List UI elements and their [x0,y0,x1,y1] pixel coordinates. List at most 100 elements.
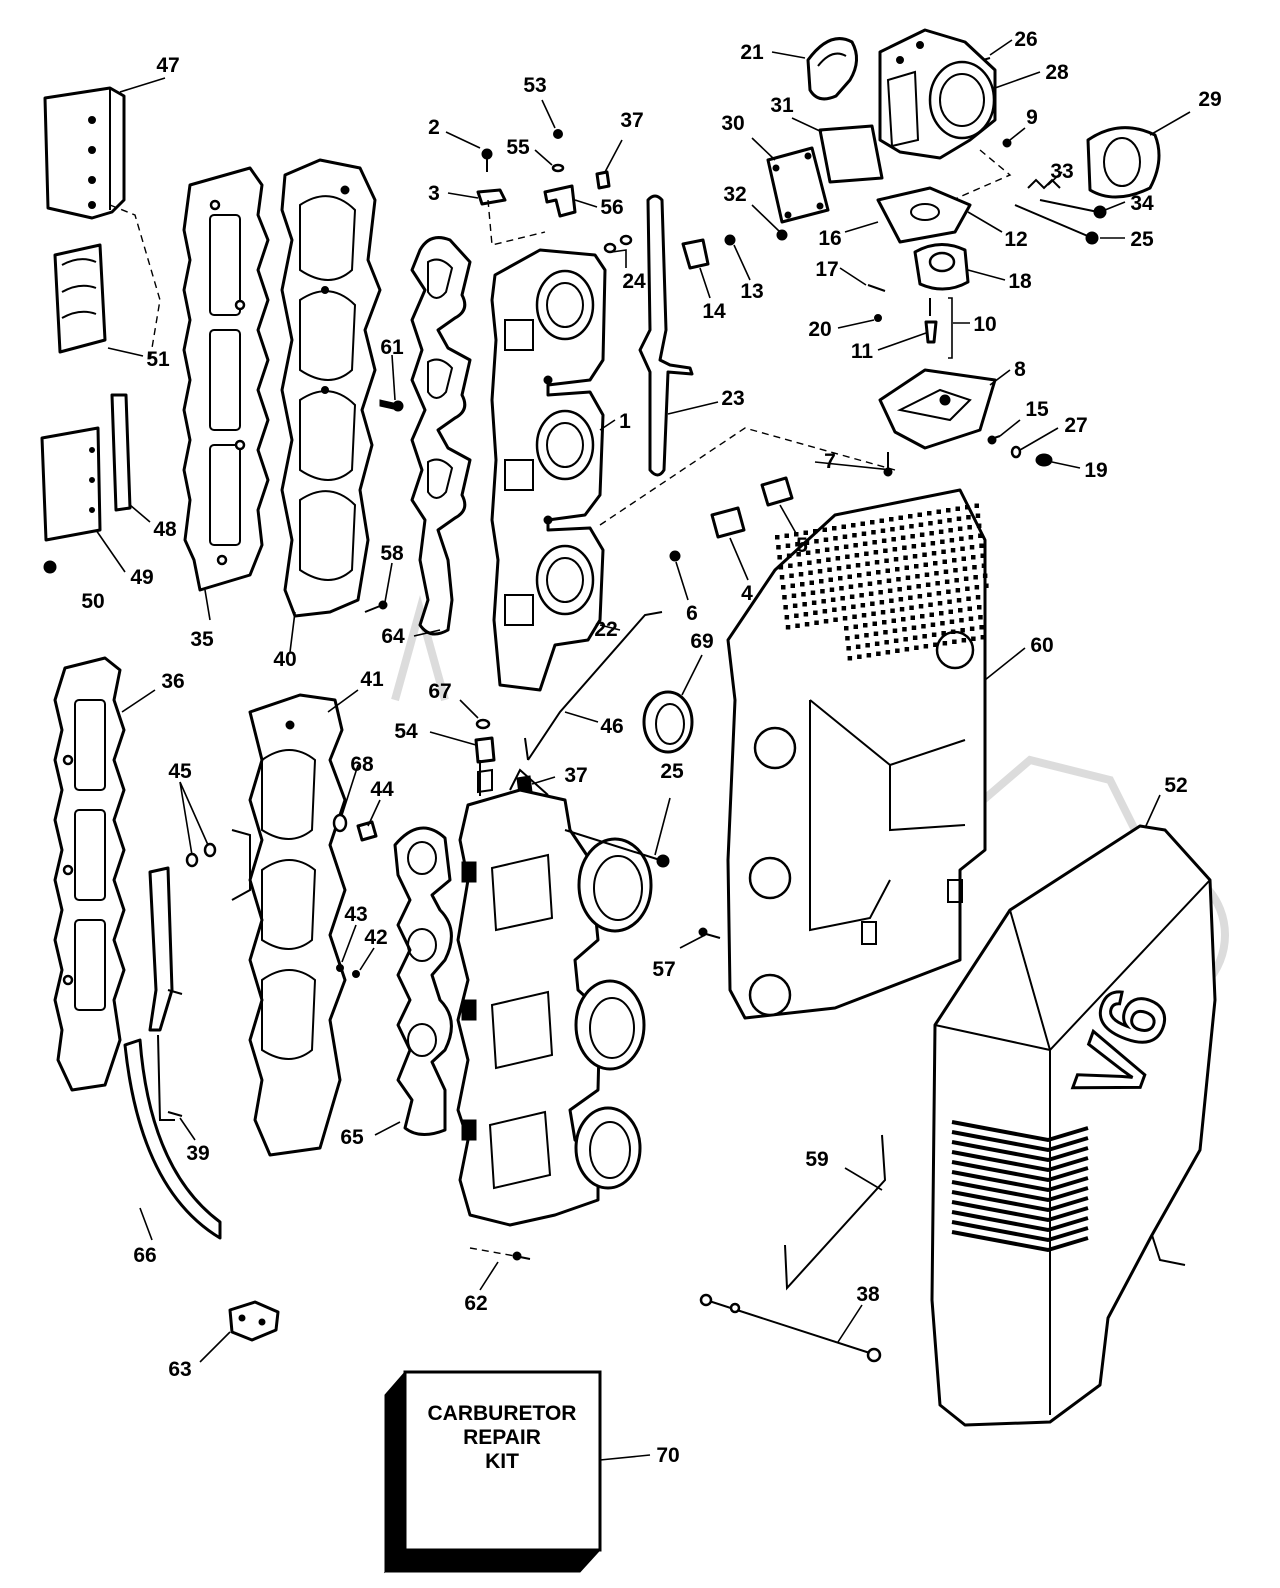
grille-dot [918,604,924,609]
grille-dot [782,595,787,600]
grille-dot [936,591,942,596]
part-36-gasket [53,656,126,1092]
grille-dot [961,556,966,561]
grille-dot [909,524,914,529]
grille-dot [946,589,951,594]
grille-dot [931,632,937,637]
grille-dot [974,503,979,508]
grille-dot [899,607,905,612]
grille-dot [860,521,865,526]
part-65-intake-gasket [393,826,453,1136]
grille-dot [971,636,976,641]
callout-6: 6 [686,602,698,625]
grille-dot [967,606,972,611]
grille-dot [880,610,886,615]
grille-dot [816,559,822,564]
cover-rib [951,1220,1089,1243]
part-11-needle [924,320,938,344]
grille-dot [940,621,945,626]
callout-53: 53 [523,74,546,97]
grille-dot [978,615,983,620]
cover-rib [951,1210,1089,1233]
grille-dot [944,579,950,584]
grille-dot [960,628,965,633]
callout-54: 54 [394,720,418,743]
grille-dot [864,551,869,556]
callout-65: 65 [340,1126,364,1149]
grille-dot [796,552,801,557]
part-9-screw [1002,138,1012,148]
callout-37-lower: 37 [564,764,587,787]
grille-dot [847,574,852,579]
callout-33: 33 [1050,160,1073,183]
grille-dot [895,648,900,653]
grille-dot [865,561,870,566]
grille-dot [872,540,877,545]
grille-dot [910,615,915,620]
callout-31: 31 [770,94,794,117]
part-49-reed-plate [40,426,102,542]
grille-dot [912,635,918,640]
callout-47: 47 [156,54,179,77]
part-33-spring [1027,178,1061,190]
part-24-washers [603,234,633,254]
grille-dot [940,539,945,544]
callout-61: 61 [380,336,404,359]
grille-dot [847,656,853,661]
part-53-screw [553,129,563,139]
grille-dot [955,588,961,593]
part-1-carburetor-body [490,248,607,692]
grille-dot [794,613,799,618]
grille-dot [893,638,899,643]
grille-dot [863,623,868,628]
grille-dot [976,523,982,528]
grille-dot [851,604,856,609]
part-70-repair-kit: CARBURETOR REPAIR KIT [383,1370,602,1574]
callout-22: 22 [594,618,617,641]
grille-dot [853,543,858,548]
part-62-screw [469,1247,531,1261]
callout-37-top: 37 [620,109,643,132]
grille-dot [979,625,984,630]
grille-dot [832,607,837,612]
callout-70: 70 [656,1444,679,1467]
grille-dot [930,541,936,546]
callout-9: 9 [1026,106,1038,129]
grille-dot [871,611,876,616]
grille-dot [792,603,798,608]
grille-dot [830,597,836,602]
grille-dot [915,574,920,579]
grille-dot [815,549,820,554]
grille-dot [973,575,978,580]
part-55-washer [551,163,565,173]
callout-20: 20 [808,318,831,341]
grille-dot [929,531,934,536]
grille-dot [873,550,879,555]
callout-8: 8 [1014,358,1026,381]
grille-dot [832,526,837,531]
grille-dot [803,530,808,535]
grille-dot [889,517,894,522]
grille-dot [833,536,838,541]
grille-dot [923,644,929,649]
grille-dot [962,566,968,571]
part-66-hose [123,1034,222,1240]
part-3-bracket [476,188,507,206]
grille-dot [854,553,860,558]
grille-dot [885,568,890,573]
part-56-bracket [543,184,577,218]
grille-dot [935,581,940,586]
part-46-link-rod [524,611,663,761]
grille-dot [821,599,826,604]
grille-dot [814,620,819,625]
grille-dot [805,550,811,555]
part-58-screw [364,600,388,613]
grille-dot [824,547,830,552]
grille-dot [880,528,886,533]
part-34-screw [1039,199,1107,219]
callout-43: 43 [344,903,367,926]
grille-dot [924,572,930,577]
part-5-plate [760,476,794,507]
callout-68: 68 [350,753,374,776]
